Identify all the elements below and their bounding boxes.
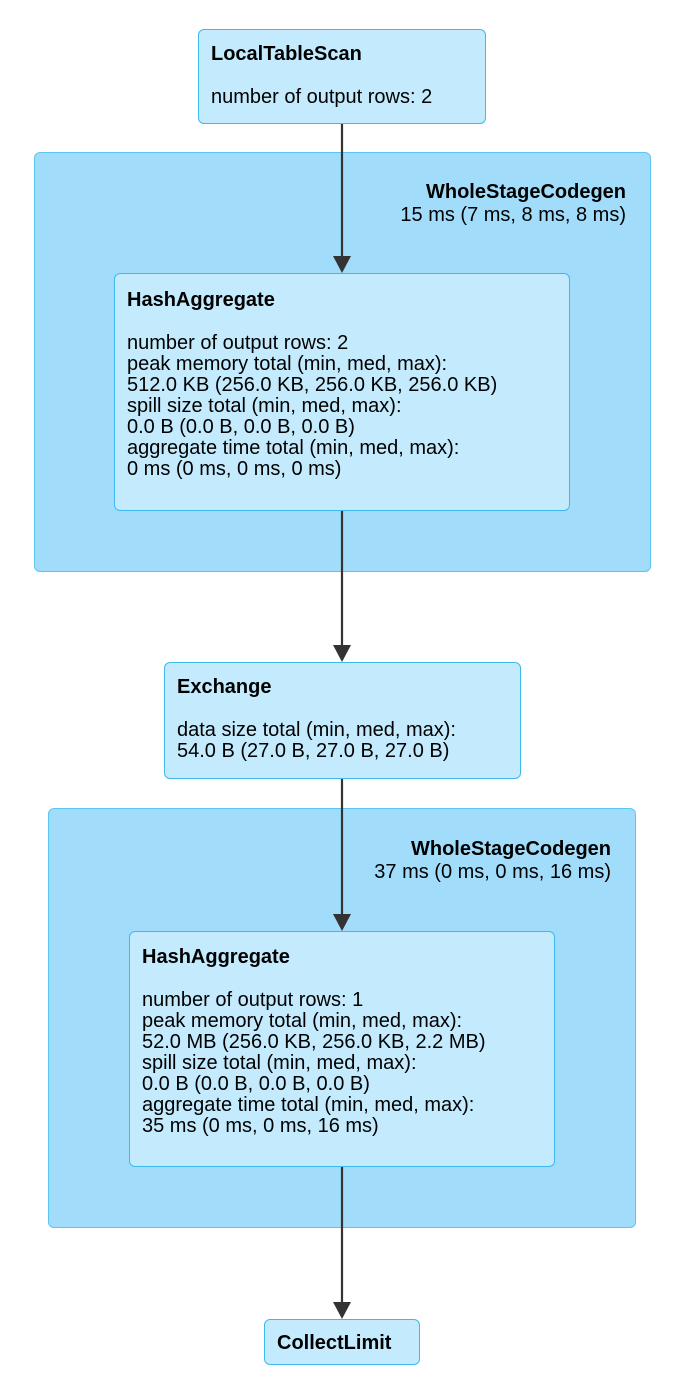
node-title: HashAggregate (142, 946, 290, 968)
node-title: CollectLimit (277, 1332, 392, 1354)
node-metric-line: 0 ms (0 ms, 0 ms, 0 ms) (127, 458, 342, 480)
node-metric-line: 0.0 B (0.0 B, 0.0 B, 0.0 B) (127, 416, 355, 438)
node-hash-aggregate-2[interactable]: HashAggregate number of output rows: 1 p… (129, 931, 555, 1167)
node-metric-line: 52.0 MB (256.0 KB, 256.0 KB, 2.2 MB) (142, 1031, 486, 1053)
node-metric-line: spill size total (min, med, max): (142, 1052, 417, 1074)
node-collect-limit[interactable]: CollectLimit (264, 1319, 420, 1365)
node-metric-line: aggregate time total (min, med, max): (127, 437, 460, 459)
node-metric-line: peak memory total (min, med, max): (142, 1010, 463, 1032)
node-metric-line: number of output rows: 2 (211, 86, 433, 108)
cluster-metric: 15 ms (7 ms, 8 ms, 8 ms) (400, 204, 626, 226)
node-metric-line: aggregate time total (min, med, max): (142, 1094, 475, 1116)
node-exchange[interactable]: Exchange data size total (min, med, max)… (164, 662, 521, 779)
node-metric-line: 0.0 B (0.0 B, 0.0 B, 0.0 B) (142, 1073, 370, 1095)
cluster-name: WholeStageCodegen (410, 838, 611, 860)
node-hash-aggregate-1[interactable]: HashAggregate number of output rows: 2 p… (114, 273, 570, 511)
cluster-label-1: WholeStageCodegen 15 ms (7 ms, 8 ms, 8 m… (400, 181, 626, 227)
node-title: HashAggregate (127, 289, 275, 311)
node-metric-line: 512.0 KB (256.0 KB, 256.0 KB, 256.0 KB) (127, 374, 498, 396)
cluster-metric: 37 ms (0 ms, 0 ms, 16 ms) (374, 861, 611, 883)
cluster-name: WholeStageCodegen (425, 181, 626, 203)
node-local-table-scan[interactable]: LocalTableScan number of output rows: 2 (198, 29, 486, 124)
node-metric-line: peak memory total (min, med, max): (127, 353, 448, 375)
node-title: LocalTableScan (211, 43, 362, 65)
cluster-label-2: WholeStageCodegen 37 ms (0 ms, 0 ms, 16 … (374, 838, 611, 884)
node-metric-line: 54.0 B (27.0 B, 27.0 B, 27.0 B) (177, 740, 450, 762)
node-metric-line: 35 ms (0 ms, 0 ms, 16 ms) (142, 1115, 379, 1137)
node-metric-line: number of output rows: 2 (127, 332, 349, 354)
node-metric-line: data size total (min, med, max): (177, 719, 456, 741)
node-title: Exchange (177, 676, 272, 698)
node-metric-line: number of output rows: 1 (142, 989, 364, 1011)
node-metric-line: spill size total (min, med, max): (127, 395, 402, 417)
